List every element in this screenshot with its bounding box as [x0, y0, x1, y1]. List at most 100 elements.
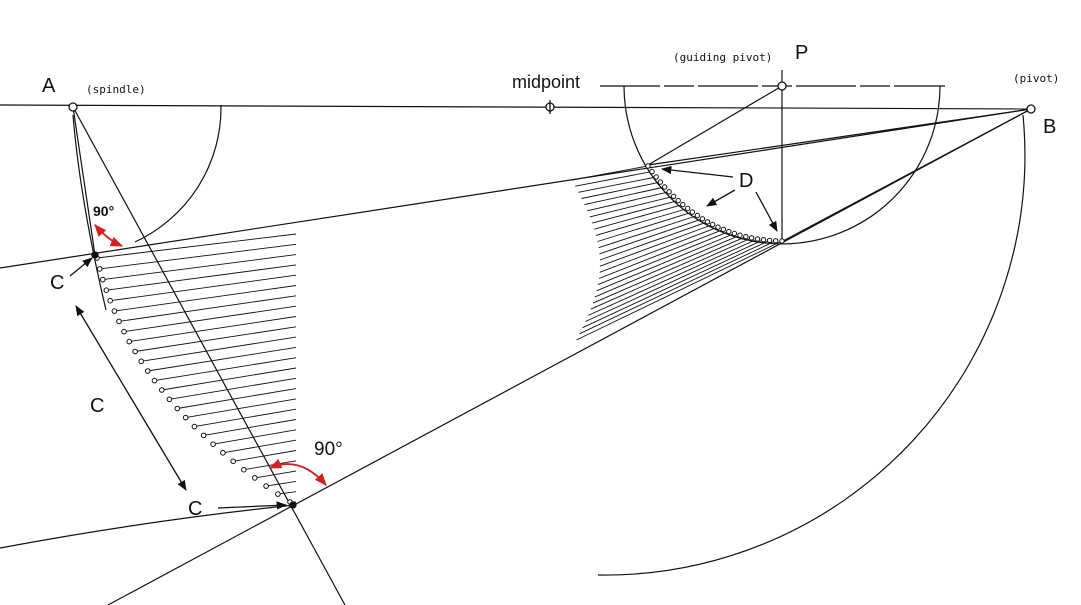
chain-point-D	[715, 224, 721, 230]
point-P-marker	[777, 81, 787, 91]
arrow-C-bottom	[217, 501, 288, 510]
hatch-line-left	[222, 439, 297, 454]
chain-point-C	[126, 338, 133, 345]
chain-point-C	[116, 318, 122, 325]
arc-A-downward	[72, 114, 107, 311]
chain-point-D	[748, 235, 755, 241]
hatching-right	[571, 165, 783, 341]
chain-point-D	[779, 238, 785, 244]
chain-point-C	[132, 348, 138, 355]
arrow-D-middle	[706, 189, 736, 207]
chain-point-D	[662, 184, 668, 190]
angle-arc-lower	[268, 458, 327, 486]
chain-point-C	[263, 483, 269, 489]
point-upper-C-marker	[91, 251, 99, 259]
hatch-line-left	[135, 326, 297, 352]
hatch-line-right	[587, 191, 670, 212]
hatch-line-left	[106, 264, 297, 291]
hatch-line-right	[575, 171, 653, 187]
hatch-line-right	[597, 231, 729, 286]
hatch-line-left	[213, 429, 297, 445]
chain-point-C	[275, 491, 281, 497]
hatch-line-left	[102, 254, 297, 281]
label-A: A	[42, 75, 56, 97]
chain-point-D	[743, 234, 749, 240]
baseline-A-B	[0, 104, 1032, 110]
chain-point-C	[174, 405, 181, 412]
chain-point-C	[210, 441, 216, 448]
chain-point-C	[144, 368, 151, 374]
chain-point-D	[773, 238, 779, 244]
chain-point-C	[103, 287, 110, 294]
point-B-marker	[1026, 104, 1036, 114]
chain-point-D	[766, 237, 773, 244]
hatch-line-right	[599, 226, 719, 273]
hatch-line-right	[584, 186, 665, 206]
hatch-line-right	[581, 181, 661, 199]
chain-point-C	[151, 377, 158, 384]
line-P-to-upper-D	[647, 85, 783, 166]
chain-point-C	[121, 328, 127, 335]
hatch-line-right	[571, 165, 649, 181]
label-C-top: C	[50, 272, 64, 294]
chain-point-D	[704, 219, 711, 225]
hatch-line-left	[185, 398, 297, 419]
chain-point-D	[720, 226, 727, 233]
hatch-line-right	[594, 234, 741, 298]
chain-point-C	[159, 387, 165, 393]
hatch-line-left	[266, 480, 297, 487]
chain-point-D	[754, 236, 761, 242]
chain-point-D	[649, 168, 655, 175]
label-C-middle: C	[90, 395, 104, 417]
chain-point-C	[96, 266, 103, 272]
point-A-marker	[68, 102, 78, 112]
chain-point-D	[670, 193, 677, 200]
chain-point-D	[737, 232, 743, 238]
chain-point-D	[653, 174, 659, 180]
chain-point-C	[138, 358, 144, 365]
arrow-D-top	[660, 165, 734, 178]
chain-point-C	[111, 308, 118, 314]
hatch-line-right	[599, 218, 703, 255]
chain-point-D	[726, 228, 732, 235]
label-P: P	[795, 42, 808, 64]
hatch-line-right	[598, 215, 698, 249]
hatch-line-right	[599, 221, 708, 261]
chain-point-D	[760, 237, 767, 243]
chain-point-D	[657, 179, 664, 185]
line-A-to-lower-C	[72, 106, 346, 605]
chain-point-D	[694, 212, 701, 219]
chain-point-C	[230, 458, 236, 465]
chain-point-C	[182, 414, 189, 421]
hatch-line-right	[589, 195, 674, 218]
hatch-line-left	[96, 233, 297, 259]
hatch-line-right	[599, 224, 713, 267]
hatch-line-left	[194, 408, 297, 428]
hatch-line-right	[590, 237, 752, 310]
hatch-line-right	[582, 239, 770, 329]
chain-point-D	[731, 230, 738, 237]
hatch-line-right	[592, 236, 746, 304]
arc-bottom-left	[0, 504, 296, 549]
hatch-line-left	[147, 346, 297, 372]
hatch-line-right	[579, 240, 776, 335]
chain-point-D	[710, 221, 716, 228]
right-angle-indicators	[94, 224, 327, 486]
pivot-points	[68, 81, 1036, 509]
point-chain-D	[645, 163, 785, 244]
chain-point-C	[166, 396, 173, 403]
hatch-line-left	[110, 274, 297, 302]
chain-point-D	[689, 209, 696, 215]
chain-point-C	[241, 466, 247, 473]
chain-point-D	[666, 189, 672, 195]
note-guiding-pivot: (guiding pivot)	[673, 51, 772, 64]
arc-around-B	[597, 114, 1026, 576]
point-lower-C-marker	[289, 501, 297, 509]
point-chain-C	[94, 255, 293, 505]
hatch-line-left	[154, 357, 297, 382]
angle-label-lower: 90°	[314, 439, 343, 460]
hatch-line-right	[576, 240, 783, 341]
hatch-line-left	[99, 243, 297, 270]
hatch-line-left	[141, 336, 297, 362]
